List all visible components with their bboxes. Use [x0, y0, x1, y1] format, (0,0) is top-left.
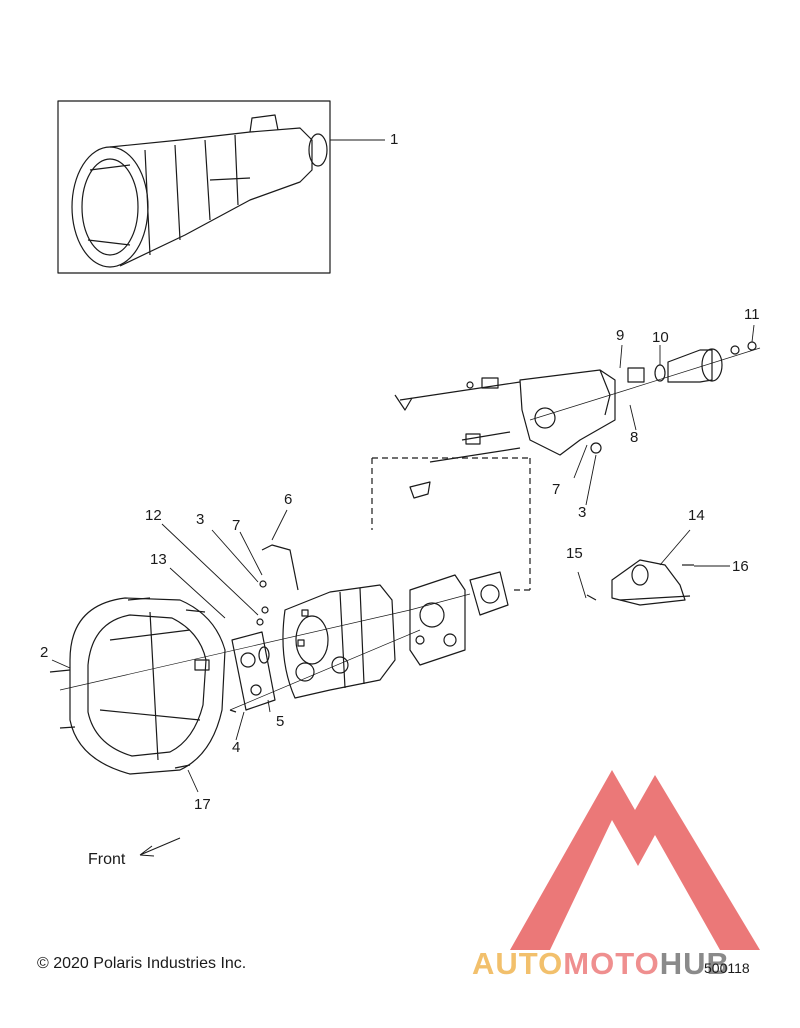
callout-15: 15	[566, 545, 583, 562]
bearing-retainer-drawing	[231, 631, 276, 711]
front-arrow-icon	[139, 837, 181, 857]
watermark-text: AUTOMOTOHUB	[472, 946, 730, 982]
document-number: 500118	[704, 960, 750, 976]
callout-3-rear: 3	[578, 504, 587, 521]
callout-10: 10	[652, 329, 669, 346]
copyright-text: © 2020 Polaris Industries Inc.	[37, 955, 247, 972]
assembly-inset-box	[57, 100, 331, 274]
watermark-part-a: AUTO	[472, 946, 564, 981]
callout-17: 17	[194, 796, 211, 813]
gear-case-drawing	[282, 584, 396, 699]
callout-16: 16	[732, 558, 749, 575]
callout-4: 4	[232, 739, 241, 756]
callout-5: 5	[276, 713, 285, 730]
callout-7: 7	[232, 517, 241, 534]
callout-13: 13	[150, 551, 167, 568]
callout-14: 14	[688, 507, 705, 524]
gasket-drawing	[469, 571, 509, 616]
callout-7-rear: 7	[552, 481, 561, 498]
watermark-logo-icon	[510, 770, 760, 950]
leader-lines	[51, 139, 755, 793]
output-parts-drawing	[627, 341, 757, 383]
intermediate-plate-drawing	[409, 574, 466, 666]
watermark-part-b: MOTO	[563, 946, 660, 981]
callout-11: 11	[744, 306, 760, 323]
front-label: Front	[88, 851, 126, 868]
bellhousing-drawing	[69, 597, 226, 775]
shift-rails-drawing	[394, 377, 521, 499]
mount-drawing	[611, 559, 691, 606]
callout-12: 12	[145, 507, 162, 524]
callout-9: 9	[616, 327, 625, 344]
callout-1: 1	[390, 131, 399, 148]
callout-2: 2	[40, 644, 49, 661]
callout-3: 3	[196, 511, 205, 528]
extension-housing-drawing	[519, 369, 616, 456]
callout-6: 6	[284, 491, 293, 508]
watermark-part-c: HUB	[659, 946, 730, 981]
fasteners-drawing	[49, 442, 694, 769]
transmission-assembly-drawing	[71, 114, 328, 268]
dashed-bracket	[371, 457, 531, 591]
callout-8: 8	[630, 429, 639, 446]
